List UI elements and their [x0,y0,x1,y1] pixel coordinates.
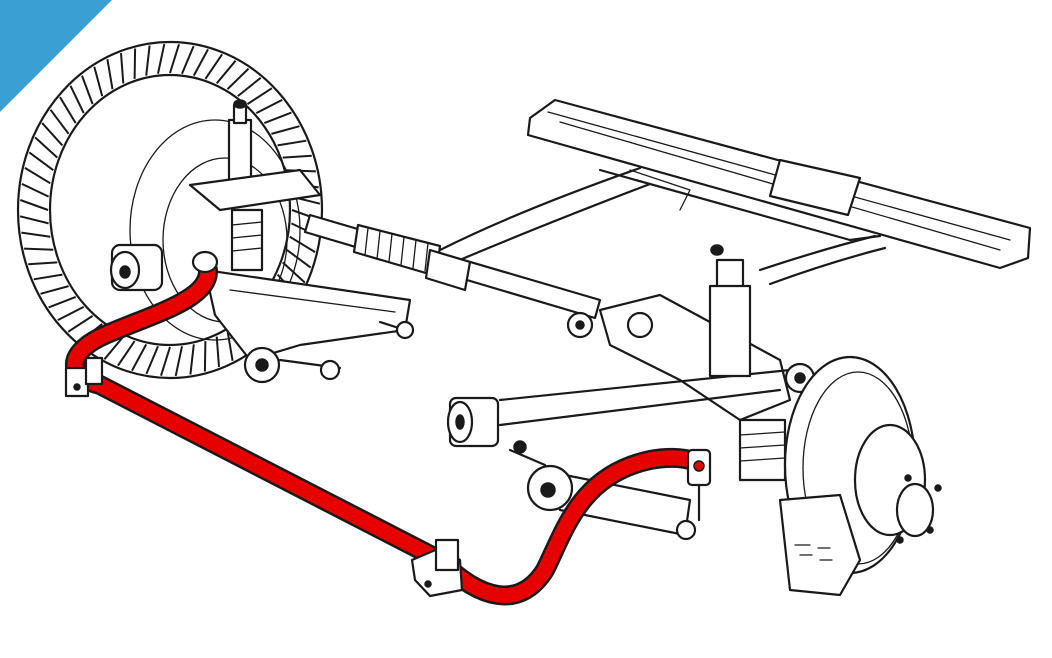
tread-groove [133,48,137,79]
anti-roll-bar-drop-link [686,448,712,522]
tread-groove [81,75,94,105]
tread-groove [106,59,114,90]
tread-groove [93,66,104,97]
tread-groove [255,99,283,114]
tread-groove [215,336,220,367]
tread-groove [19,199,49,211]
tread-groove [160,346,171,376]
tread-groove [277,139,307,147]
tread-groove [57,306,85,321]
tread-groove [203,341,207,372]
right-strut [708,244,816,482]
tread-groove [145,345,159,375]
tread-groove [48,295,77,309]
steering-rack [303,213,602,339]
right-brake-disc [783,355,942,575]
tread-groove [21,182,50,198]
corner-triangle-icon [0,0,112,112]
anti-roll-bar [65,260,710,606]
left-lower-arm [203,268,415,384]
tread-groove [192,48,209,77]
tread-groove [28,261,58,266]
tread-groove [282,261,306,284]
tread-groove [24,247,54,251]
tread-groove [282,154,312,159]
anti-roll-bar-highlight [67,262,708,603]
tread-groove [215,60,237,85]
tread-groove [59,96,77,124]
tread-groove [226,330,234,361]
tread-groove [131,343,148,372]
tread-groove [237,77,262,97]
tread-groove [263,111,292,125]
tread-groove [204,53,223,80]
anti-roll-bar-mount-right [410,538,464,598]
tread-groove [21,231,51,238]
tread-groove [226,67,250,90]
tread-groove [34,136,58,159]
tread-groove [33,273,63,281]
tread-groove [120,53,125,84]
tread-groove [69,85,85,114]
left-hub-bushing [109,243,164,292]
tread-groove [28,151,54,172]
tread-groove [289,235,316,253]
tread-groove [189,344,195,375]
tread-groove [103,335,125,360]
right-brake-caliper [778,493,862,597]
tread-groove [117,340,136,367]
tread-groove [246,87,273,105]
right-lower-link [508,440,697,541]
anti-roll-bar-drop-link-left [191,250,219,274]
tread-groove [40,285,69,295]
tread-groove [24,167,51,185]
tread-groove [174,346,183,377]
tread-groove [19,215,49,225]
tread-groove [169,44,180,74]
anti-roll-bar-mount-left [64,356,104,398]
subframe-crossmember [438,98,1032,286]
tread-groove [271,125,300,135]
tread-groove [181,45,195,75]
tread-groove [67,315,94,333]
right-lower-arm [446,293,792,448]
tread-groove [145,45,151,76]
tread-groove [157,43,166,74]
tread-groove [41,122,64,147]
left-strut [188,99,322,272]
tread-groove [286,248,312,269]
tread-groove [49,109,70,135]
